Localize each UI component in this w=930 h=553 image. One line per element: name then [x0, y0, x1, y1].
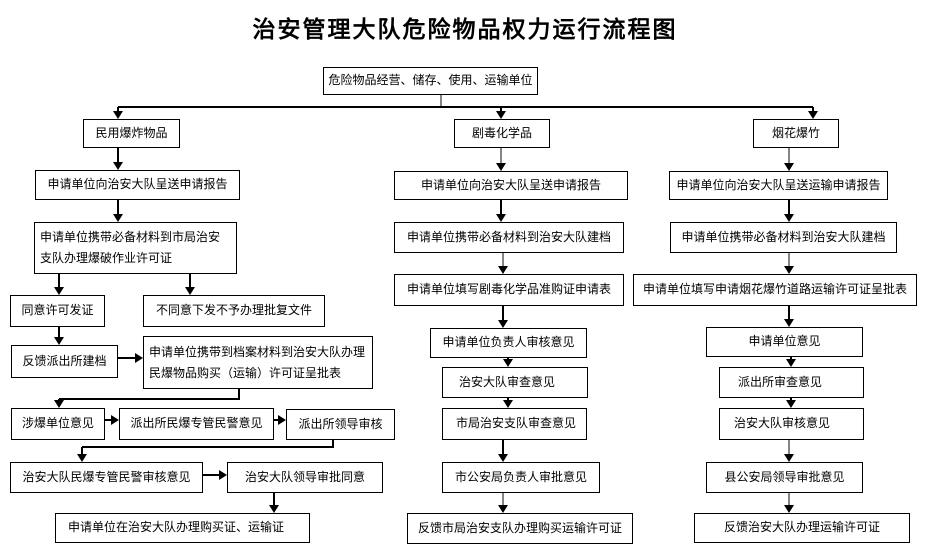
step-tox-city-bureau-approve: 市公安局负责人审批意见: [442, 462, 600, 493]
connector-line: [332, 440, 334, 447]
connector-line: [788, 253, 790, 267]
connector-line: [118, 106, 813, 108]
connector-line: [117, 200, 119, 215]
step-exp-brigade-officer-review: 治安大队民爆专管民警审核意见: [10, 462, 203, 493]
connector-line: [790, 357, 792, 360]
step-exp-reject-document: 不同意下发不予办理批复文件: [143, 295, 325, 327]
arrow-right-icon: [278, 414, 286, 425]
arrow-down-icon: [502, 400, 513, 408]
step-exp-unit-opinion: 涉爆单位意见: [11, 408, 105, 440]
connector-line: [502, 253, 504, 267]
connector-line: [502, 493, 504, 506]
arrow-down-icon: [783, 266, 794, 274]
arrow-down-icon: [783, 454, 794, 462]
box-root-hazmat-units: 危险物品经营、储存、使用、运输单位: [323, 67, 538, 95]
connector-line: [502, 440, 504, 455]
arrow-right-icon: [111, 414, 119, 425]
step-fw-transport-permit-form: 申请单位填写申请烟花爆竹道路运输许可证呈批表: [633, 274, 917, 306]
step-exp-submit-report: 申请单位向治安大队呈送申请报告: [35, 170, 240, 200]
connector-line: [500, 148, 502, 164]
connector-line: [118, 357, 136, 359]
connector-line: [189, 274, 191, 288]
arrow-down-icon: [497, 505, 508, 513]
connector-line: [117, 148, 119, 163]
step-tox-application-form: 申请单位填写剧毒化学品准购证申请表: [394, 274, 624, 306]
step-fw-submit-transport-report: 申请单位向治安大队呈送运输申请报告: [669, 171, 888, 200]
connector-line: [81, 447, 83, 455]
step-fw-unit-opinion: 申请单位意见: [706, 327, 863, 357]
step-exp-blasting-permit: 申请单位携带必备材料到市局治安支队办理爆破作业许可证: [34, 222, 237, 274]
arrow-right-icon: [135, 352, 143, 363]
connector-line: [82, 446, 334, 448]
connector-line: [203, 474, 220, 476]
arrow-down-icon: [76, 454, 87, 462]
step-exp-approve-issue: 同意许可发证: [10, 295, 105, 327]
arrow-down-icon: [785, 400, 796, 408]
connector-line: [812, 107, 814, 112]
arrow-down-icon: [502, 359, 513, 367]
connector-line: [105, 419, 112, 421]
arrow-down-icon: [53, 337, 64, 345]
arrow-down-icon: [112, 162, 123, 170]
connector-line: [500, 107, 502, 112]
connector-line: [788, 493, 790, 506]
step-exp-brigade-leader-approve: 治安大队领导审批同意: [227, 462, 383, 493]
connector-line: [788, 148, 790, 164]
step-exp-purchase-transport-form: 申请单位携带到档案材料到治安大队办理民爆物品购买（运输）许可证呈批表: [143, 336, 373, 389]
arrow-down-icon: [53, 287, 64, 295]
connector-line: [117, 107, 119, 112]
step-tox-unit-head-review: 申请单位负责人审核意见: [430, 328, 587, 358]
step-fw-county-bureau-approve: 县公安局领导审批意见: [706, 462, 863, 493]
connector-line: [788, 306, 790, 320]
step-exp-feedback-station-file: 反馈派出所建档: [11, 345, 118, 378]
arrow-down-icon: [783, 163, 794, 171]
connector-line: [502, 306, 504, 321]
connector-line: [238, 389, 240, 399]
arrow-down-icon: [497, 320, 508, 328]
page-title: 治安管理大队危险物品权力运行流程图: [252, 16, 678, 42]
arrow-down-icon: [785, 359, 796, 367]
step-exp-issue-certificates: 申请单位在治安大队办理购买证、运输证: [55, 513, 310, 543]
arrow-down-icon: [184, 287, 195, 295]
step-tox-brigade-review: 治安大队审查意见: [442, 367, 588, 398]
step-tox-feedback-issue-permit: 反馈市局治安支队办理购买运输许可证: [407, 513, 633, 544]
step-tox-submit-report: 申请单位向治安大队呈送申请报告: [394, 171, 628, 200]
step-fw-brigade-review: 治安大队审核意见: [719, 408, 864, 440]
step-tox-city-detachment-review: 市局治安支队审查意见: [442, 408, 587, 440]
step-exp-station-leader-review: 派出所领导审核: [286, 409, 395, 440]
arrow-down-icon: [783, 505, 794, 513]
arrow-down-icon: [495, 111, 506, 119]
step-exp-station-officer-opinion: 派出所民爆专管民警意见: [119, 408, 274, 440]
arrow-down-icon: [495, 214, 506, 222]
connector-line: [500, 200, 502, 215]
header-toxic-chemicals: 剧毒化学品: [454, 119, 550, 148]
arrow-down-icon: [783, 214, 794, 222]
header-fireworks: 烟花爆竹: [753, 119, 839, 148]
arrow-down-icon: [495, 163, 506, 171]
connector-line: [788, 200, 790, 215]
step-fw-file-with-brigade: 申请单位携带必备材料到治安大队建档: [670, 222, 897, 253]
arrow-down-icon: [807, 111, 818, 119]
arrow-down-icon: [783, 319, 794, 327]
arrow-down-icon: [497, 454, 508, 462]
connector-line: [440, 95, 442, 107]
connector-line: [788, 440, 790, 455]
arrow-down-icon: [112, 214, 123, 222]
arrow-down-icon: [268, 505, 279, 513]
step-fw-station-review: 派出所审查意见: [719, 367, 864, 398]
arrow-down-icon: [497, 266, 508, 274]
connector-line: [59, 398, 240, 400]
arrow-down-icon: [112, 111, 123, 119]
header-civil-explosives: 民用爆炸物品: [83, 119, 180, 148]
connector-line: [790, 398, 792, 401]
arrow-down-icon: [53, 400, 64, 408]
arrow-right-icon: [219, 469, 227, 480]
connector-line: [273, 493, 275, 506]
step-tox-file-with-brigade: 申请单位携带必备材料到治安大队建档: [394, 222, 624, 253]
step-fw-feedback-issue-permit: 反馈治安大队办理运输许可证: [694, 513, 910, 543]
connector-line: [58, 327, 60, 338]
connector-line: [58, 274, 60, 288]
connector-line: [507, 398, 509, 401]
connector-line: [274, 419, 279, 421]
